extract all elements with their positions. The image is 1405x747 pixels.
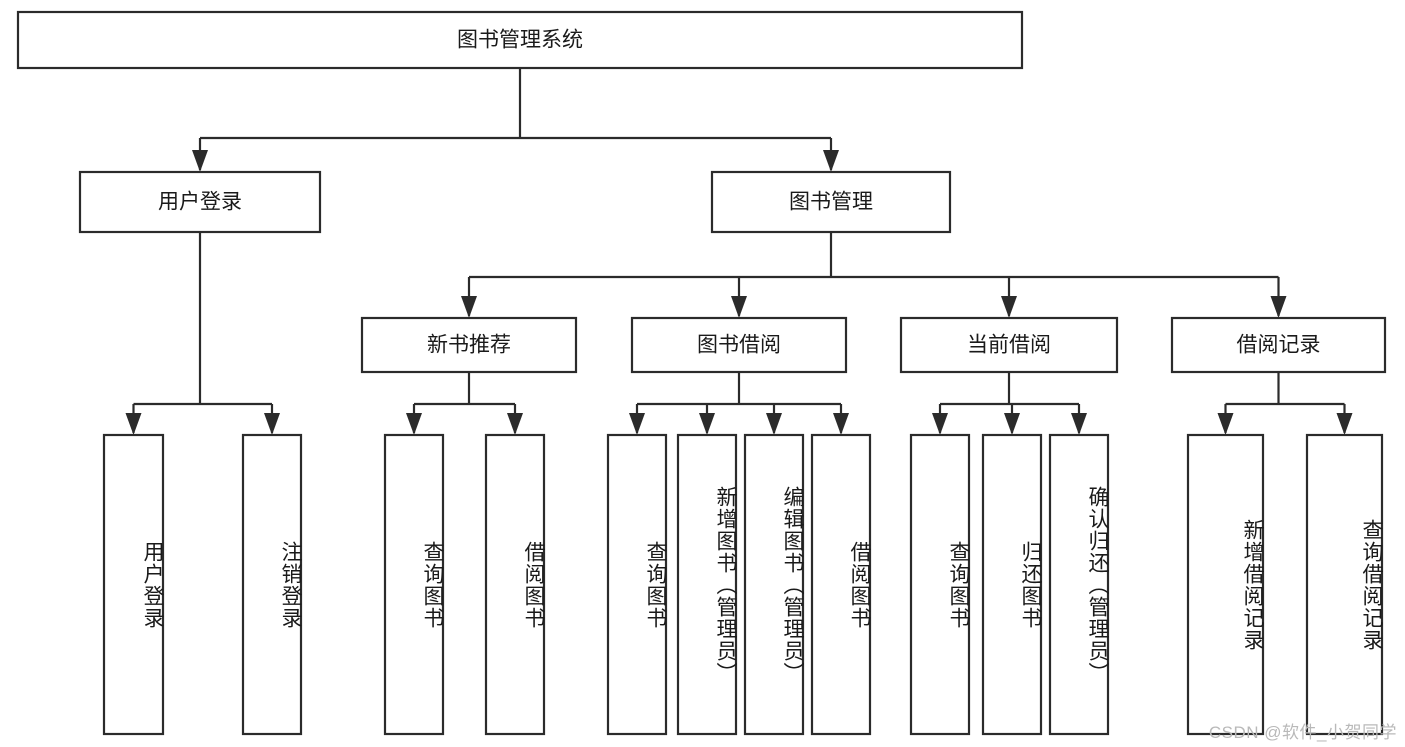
node-level3-1[interactable] bbox=[630, 316, 848, 374]
edge-layer bbox=[125, 68, 1353, 435]
arrow-to-level2-1 bbox=[823, 150, 839, 172]
arrow-to-leaf-0 bbox=[125, 413, 142, 435]
arrow-to-leaf-7 bbox=[833, 413, 849, 435]
leaf-node-4[interactable] bbox=[606, 433, 668, 736]
leaf-node-8[interactable] bbox=[909, 433, 971, 736]
arrow-to-leaf-11 bbox=[1217, 413, 1234, 435]
node-level2-0-label: 用户登录 bbox=[158, 191, 242, 214]
arrow-to-level2-0 bbox=[192, 150, 208, 172]
node-level2-0[interactable] bbox=[78, 170, 322, 234]
node-level3-3-label: 借阅记录 bbox=[1237, 334, 1321, 357]
node-level3-1-label: 图书借阅 bbox=[697, 334, 781, 357]
arrow-to-leaf-10 bbox=[1071, 413, 1087, 435]
arrow-to-level3-2 bbox=[1001, 296, 1017, 318]
leaf-node-2[interactable] bbox=[383, 433, 445, 736]
node-level3-0[interactable] bbox=[360, 316, 578, 374]
node-root[interactable] bbox=[16, 10, 1024, 70]
arrow-to-level3-1 bbox=[731, 296, 747, 318]
arrow-to-leaf-6 bbox=[766, 413, 782, 435]
arrow-to-leaf-9 bbox=[1004, 413, 1020, 435]
arrow-to-leaf-3 bbox=[507, 413, 523, 435]
node-level3-2[interactable] bbox=[899, 316, 1119, 374]
leaf-node-11[interactable] bbox=[1186, 433, 1265, 736]
leaf-node-1[interactable] bbox=[241, 433, 303, 736]
box-layer bbox=[16, 10, 1387, 736]
watermark: CSDN @软件_小贺同学 bbox=[1208, 723, 1397, 742]
arrow-to-leaf-1 bbox=[264, 413, 280, 435]
arrow-to-leaf-12 bbox=[1336, 413, 1353, 435]
node-level2-1[interactable] bbox=[710, 170, 952, 234]
node-level3-2-label: 当前借阅 bbox=[967, 334, 1051, 357]
arrow-to-leaf-2 bbox=[406, 413, 422, 435]
arrow-to-leaf-5 bbox=[699, 413, 715, 435]
node-root-label: 图书管理系统 bbox=[457, 29, 583, 52]
arrow-to-leaf-4 bbox=[629, 413, 645, 435]
arrow-to-leaf-8 bbox=[932, 413, 948, 435]
leaf-node-12[interactable] bbox=[1305, 433, 1384, 736]
node-level3-0-label: 新书推荐 bbox=[427, 334, 511, 357]
node-level3-3[interactable] bbox=[1170, 316, 1387, 374]
leaf-node-7[interactable] bbox=[810, 433, 872, 736]
arrow-to-level3-0 bbox=[461, 296, 477, 318]
leaf-node-9[interactable] bbox=[981, 433, 1043, 736]
leaf-node-0[interactable] bbox=[102, 433, 165, 736]
leaf-node-6[interactable] bbox=[743, 433, 805, 736]
leaf-node-3[interactable] bbox=[484, 433, 546, 736]
leaf-node-10[interactable] bbox=[1048, 433, 1110, 736]
arrow-to-level3-3 bbox=[1270, 296, 1287, 318]
node-level2-1-label: 图书管理 bbox=[789, 191, 873, 214]
leaf-node-5[interactable] bbox=[676, 433, 738, 736]
